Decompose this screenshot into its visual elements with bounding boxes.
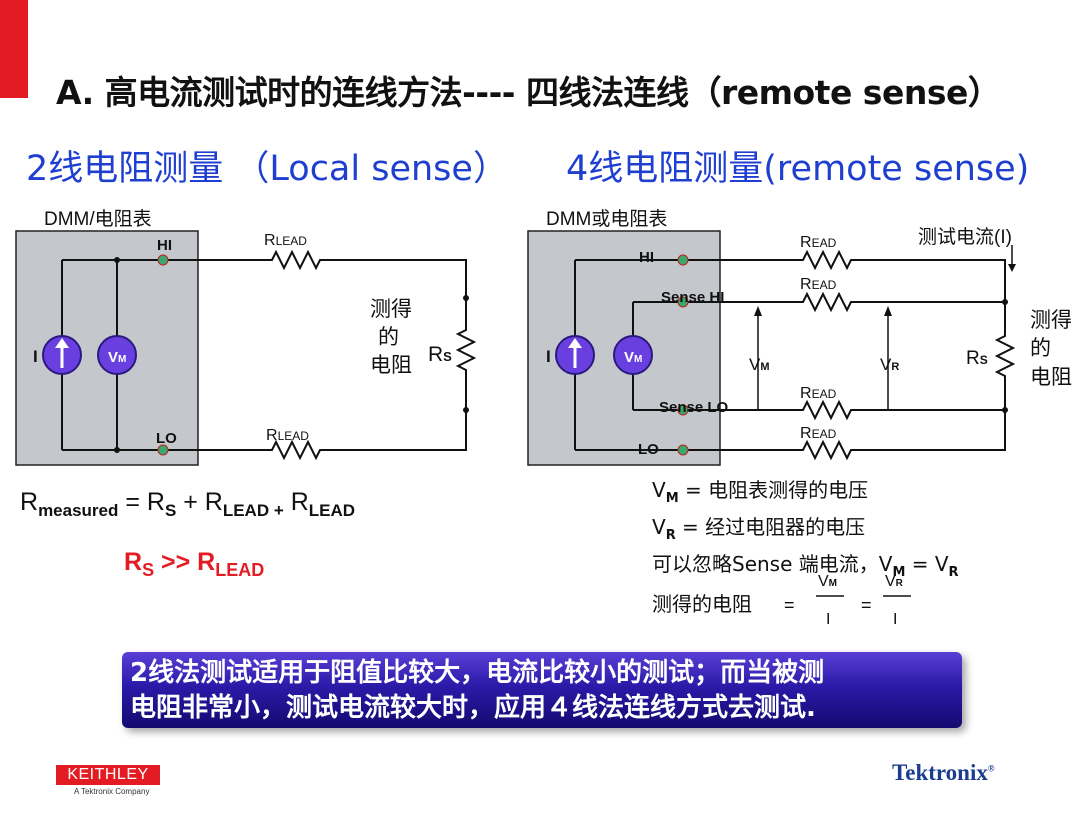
left-lo-terminal [157,444,169,456]
ignore-sense-note: 可以忽略Sense 端电流，VM = VR [652,552,959,580]
right-meter-label: DMM或电阻表 [546,208,667,230]
callout-line-2: 电阻非常小，测试电流较大时，应用４线法连线方式去测试. [130,693,816,723]
left-rlead-bottom-resistor [163,410,467,461]
slide-title: A. 高电流测试时的连线方法---- 四线法连线（remote sense） [56,73,1001,112]
right-lo-lead-resistor [683,410,1006,461]
left-i-label: I [33,347,38,366]
frac2-denominator: I [893,611,897,628]
two-wire-formula: Rmeasured = RS + RLEAD + RLEAD [20,488,356,520]
right-rs-resistor [994,302,1016,410]
right-sense-lo-lead-resistor [683,399,1005,421]
left-rs-label: RS [428,343,452,366]
left-voltmeter-icon [97,335,137,375]
left-hi-terminal [157,254,169,266]
tektronix-logo: Tektronix® [892,760,995,785]
right-current-label: 测试电流(I) [918,226,1012,248]
right-sense-hi-lead-resistor [683,291,1005,313]
right-measured-line2: 的 [1030,337,1051,360]
right-lo-label: LO [638,441,659,458]
right-lo-terminal [677,444,689,456]
four-wire-diagram: DMM或电阻表 HI Sense HI Sense LO LO [527,208,1072,466]
left-rlead-top-resistor [163,249,467,298]
right-sense-lo-label: Sense LO [659,399,729,416]
right-hi-label: HI [639,249,654,266]
result-eq: = [784,595,795,615]
red-accent-bar [0,0,28,98]
right-hi-terminal [677,254,689,266]
right-vm-inside-label: VM [624,349,642,366]
right-sense-hi-terminal [677,296,689,308]
two-wire-diagram: DMM/电阻表 HI LO RLEAD RLEAD I VM 测得 的 电阻 R… [15,208,477,466]
left-measured-line3: 电阻 [370,354,412,377]
result-label: 测得的电阻 [652,593,752,616]
left-measured-line1: 测得 [370,298,412,321]
right-sense-hi-label: Sense HI [661,289,724,306]
left-lo-label: LO [156,430,177,447]
right-hi-lead-resistor [683,249,1006,302]
right-rs-label: RS [966,348,988,369]
four-wire-notes: VM = 电阻表测得的电压 VR = 经过电阻器的电压 可以忽略Sense 端电… [652,476,959,587]
resistance-formula: 测得的电阻 = VM I = VR I [652,573,911,628]
left-rlead-bottom-label: RLEAD [266,427,309,444]
frac1-numerator: VM [818,573,837,590]
right-measured-line3: 电阻 [1030,366,1072,389]
keithley-logo: KEITHLEY [56,765,160,785]
keithley-tagline: A Tektronix Company [74,787,150,796]
vm-definition: VM = 电阻表测得的电压 [652,478,869,506]
right-lead-label-2: READ [800,276,837,293]
right-lead-label-3: READ [800,385,837,402]
right-lead-label-1: READ [800,234,837,251]
summary-callout: 2线法测试适用于阻值比较大，电流比较小的测试；而当被测 电阻非常小，测试电流较大… [122,652,962,728]
right-vm-label: VM [749,355,770,374]
rs-condition: RS >> RLEAD [124,548,265,580]
left-rs-resistor [455,298,477,410]
left-heading: 2线电阻测量 （Local sense） [26,149,508,189]
left-measured-line2: 的 [378,326,399,349]
left-rlead-top-label: RLEAD [264,232,307,249]
right-i-label: I [546,347,551,366]
right-vr-label: VR [880,355,899,374]
left-hi-label: HI [157,237,172,254]
right-measured-line1: 测得 [1030,309,1072,332]
result-eq2: = [861,595,872,615]
left-meter-label: DMM/电阻表 [44,208,152,230]
right-voltmeter-icon [613,335,653,375]
frac1-denominator: I [826,611,830,628]
frac2-numerator: VR [885,573,904,590]
left-vm-label: VM [108,349,126,366]
callout-line-1: 2线法测试适用于阻值比较大，电流比较小的测试；而当被测 [130,658,825,688]
vr-definition: VR = 经过电阻器的电压 [652,515,866,543]
right-sense-lo-terminal [677,404,689,416]
right-heading: 4线电阻测量(remote sense) [566,149,1030,189]
right-lead-label-4: READ [800,425,837,442]
